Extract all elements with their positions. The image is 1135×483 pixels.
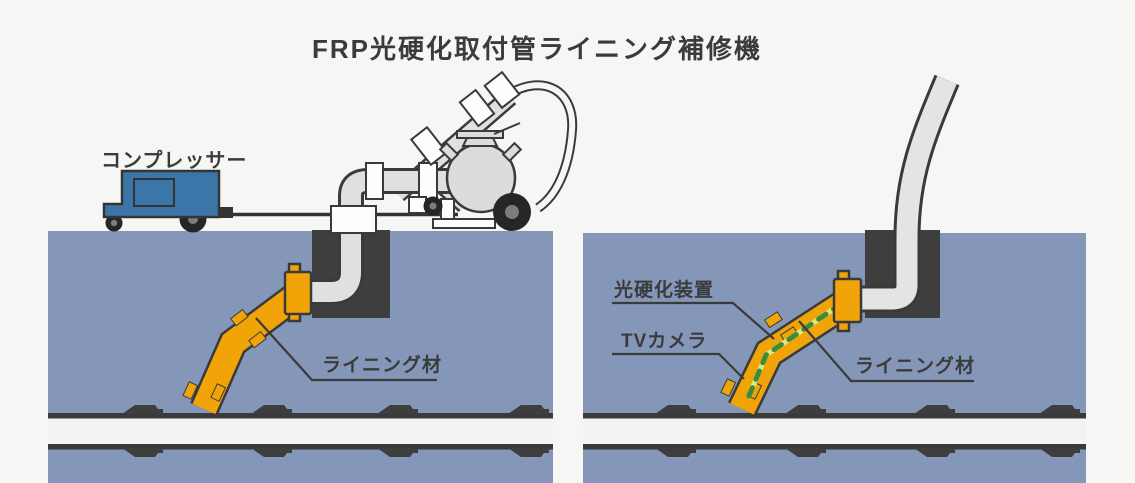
pipe-joint bbox=[1039, 448, 1080, 457]
sewer-main-left bbox=[48, 405, 553, 457]
pipe-collar bbox=[458, 88, 496, 128]
sewer-pipe-bottom-wall bbox=[48, 444, 553, 450]
compressor-hitch bbox=[217, 207, 233, 218]
compressor-label: コンプレッサー bbox=[101, 149, 247, 172]
valve-bracket bbox=[408, 196, 427, 214]
lining-label-left: ライニング材 bbox=[322, 353, 442, 376]
compressor bbox=[102, 169, 233, 233]
sewer-main-right bbox=[583, 405, 1086, 457]
curing-device-leader bbox=[612, 301, 775, 340]
compressor-body bbox=[102, 169, 221, 219]
curing-light-chain bbox=[746, 303, 841, 399]
flange-body bbox=[283, 270, 313, 316]
pipe-joint bbox=[377, 405, 418, 414]
tv-camera-label: TVカメラ bbox=[621, 330, 707, 352]
page-title: FRP光硬化取付管ライニング補修機 bbox=[312, 34, 762, 64]
pipe-joint bbox=[122, 405, 163, 414]
pipe-joint bbox=[785, 448, 826, 457]
pipe-joint bbox=[655, 405, 696, 414]
pipe-joint bbox=[377, 448, 418, 457]
lining-flange-right bbox=[832, 269, 863, 333]
lining-tab bbox=[720, 378, 737, 397]
pipe-collar bbox=[409, 125, 449, 167]
pipe-joint bbox=[122, 448, 163, 457]
pipe-joint bbox=[508, 405, 549, 414]
pipe-joint bbox=[1039, 405, 1080, 414]
flange-tab bbox=[836, 320, 851, 333]
lining-pipe-left bbox=[182, 280, 309, 416]
machine-base bbox=[432, 218, 496, 229]
lining-tab bbox=[182, 381, 199, 400]
tv-camera-leader bbox=[612, 352, 745, 380]
feed-hose-loop bbox=[505, 82, 576, 211]
curing-device-label: 光硬化装置 bbox=[613, 278, 714, 301]
lining-tab bbox=[248, 330, 267, 349]
pipe-joint bbox=[914, 405, 955, 414]
machine-leg bbox=[440, 198, 455, 222]
sewer-pipe-top-wall bbox=[583, 413, 1086, 419]
sewer-pipe-body bbox=[583, 418, 1086, 444]
lining-tab bbox=[210, 383, 227, 402]
pipe-joint bbox=[508, 448, 549, 457]
pipe-joint bbox=[251, 448, 292, 457]
tank-lid bbox=[456, 130, 504, 139]
tank-nozzle bbox=[438, 141, 460, 163]
pipe-collar bbox=[418, 162, 438, 200]
lining-tab bbox=[230, 308, 249, 327]
compressor-wheel-hub bbox=[110, 219, 118, 227]
flange-body bbox=[832, 277, 863, 324]
pipe-joint bbox=[785, 405, 826, 414]
repair-machine bbox=[295, 70, 578, 305]
lining-flange-left bbox=[283, 262, 313, 323]
lining-leader-right bbox=[798, 320, 974, 383]
lining-pipe-body bbox=[192, 282, 308, 415]
tank-nozzle bbox=[501, 141, 523, 163]
pipe-joint bbox=[914, 448, 955, 457]
sewer-pipe-body bbox=[48, 418, 553, 444]
lining-tab bbox=[763, 311, 783, 329]
pipe-joint bbox=[251, 405, 292, 414]
compressor-panel bbox=[133, 178, 175, 207]
pipe-joint bbox=[655, 448, 696, 457]
left-scene: コンプレッサー ライニング材 bbox=[48, 70, 578, 483]
lining-hose bbox=[855, 75, 957, 310]
lining-label-right: ライニング材 bbox=[855, 354, 975, 377]
tank-handle bbox=[493, 122, 521, 135]
valve-knob-hub bbox=[429, 202, 437, 210]
lining-leader-left bbox=[255, 317, 437, 382]
machine-wheel-hub bbox=[505, 205, 519, 219]
right-scene: 光硬化装置 TVカメラ ライニング材 bbox=[583, 74, 1086, 483]
tube-tip-collar bbox=[483, 70, 521, 110]
pipe-collar bbox=[365, 162, 384, 200]
sewer-pipe-bottom-wall bbox=[583, 444, 1086, 450]
ground-collar bbox=[330, 205, 377, 234]
sewer-pipe-top-wall bbox=[48, 413, 553, 419]
lining-pipe-right bbox=[720, 288, 858, 416]
